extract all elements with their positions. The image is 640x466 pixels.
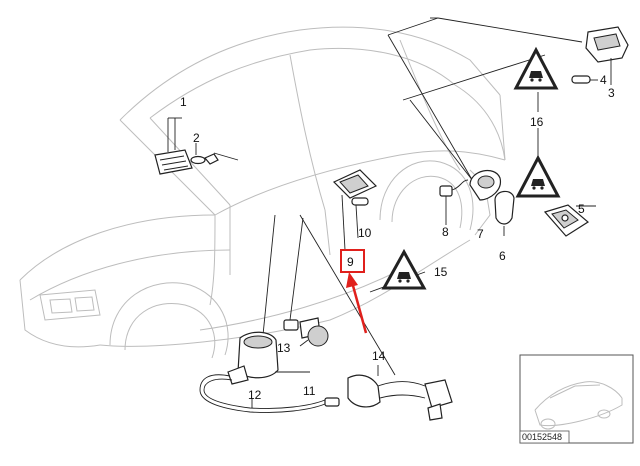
red-arrow [346,272,368,334]
part-bulb-4 [571,75,598,84]
part-sensor-7 [469,169,502,201]
part-footwell-lamp [154,117,193,175]
callout-3: 3 [608,86,615,100]
part-socket-6 [494,190,515,236]
part-interior-lamp-9 [332,169,378,199]
leader-lines [213,17,583,376]
callout-7: 7 [477,227,484,241]
callout-8: 8 [442,225,449,239]
callout-16: 16 [530,115,544,129]
callout-4: 4 [600,73,607,87]
car-outline [19,26,506,359]
warning-triangle-16-upper [513,46,559,90]
part-connector-8 [439,179,469,225]
part-cable-12 [199,371,340,413]
highlight-box [340,249,365,273]
highlight-callout-9: 9 [340,249,365,273]
callout-6: 6 [499,249,506,263]
callout-14: 14 [372,349,386,363]
callout-10: 10 [358,226,372,240]
callout-2: 2 [193,131,200,145]
callout-9: 9 [347,255,354,269]
callout-1: 1 [180,95,187,109]
callout-11: 11 [303,384,316,398]
callout-15: 15 [434,265,448,279]
part-bulb-2 [190,143,219,165]
part-switch-13 [283,317,329,347]
callout-5: 5 [578,202,585,216]
thumbnail-image-number: 00152548 [522,432,562,442]
callout-13: 13 [277,341,291,355]
part-bulb-10 [351,197,369,206]
part-harness-14 [347,365,453,421]
callout-12: 12 [248,388,262,402]
thumbnail-inset: 00152548 [519,354,634,444]
part-reading-lamp-3 [585,26,629,85]
warning-triangle-16-lower [515,92,561,198]
callout-labels: 1 2 3 4 5 6 7 8 10 11 12 13 14 15 16 [180,73,615,402]
part-door-contact-switch-11 [227,331,279,385]
warning-triangle-15 [381,248,427,290]
part-lamp-housing-5 [543,204,596,237]
